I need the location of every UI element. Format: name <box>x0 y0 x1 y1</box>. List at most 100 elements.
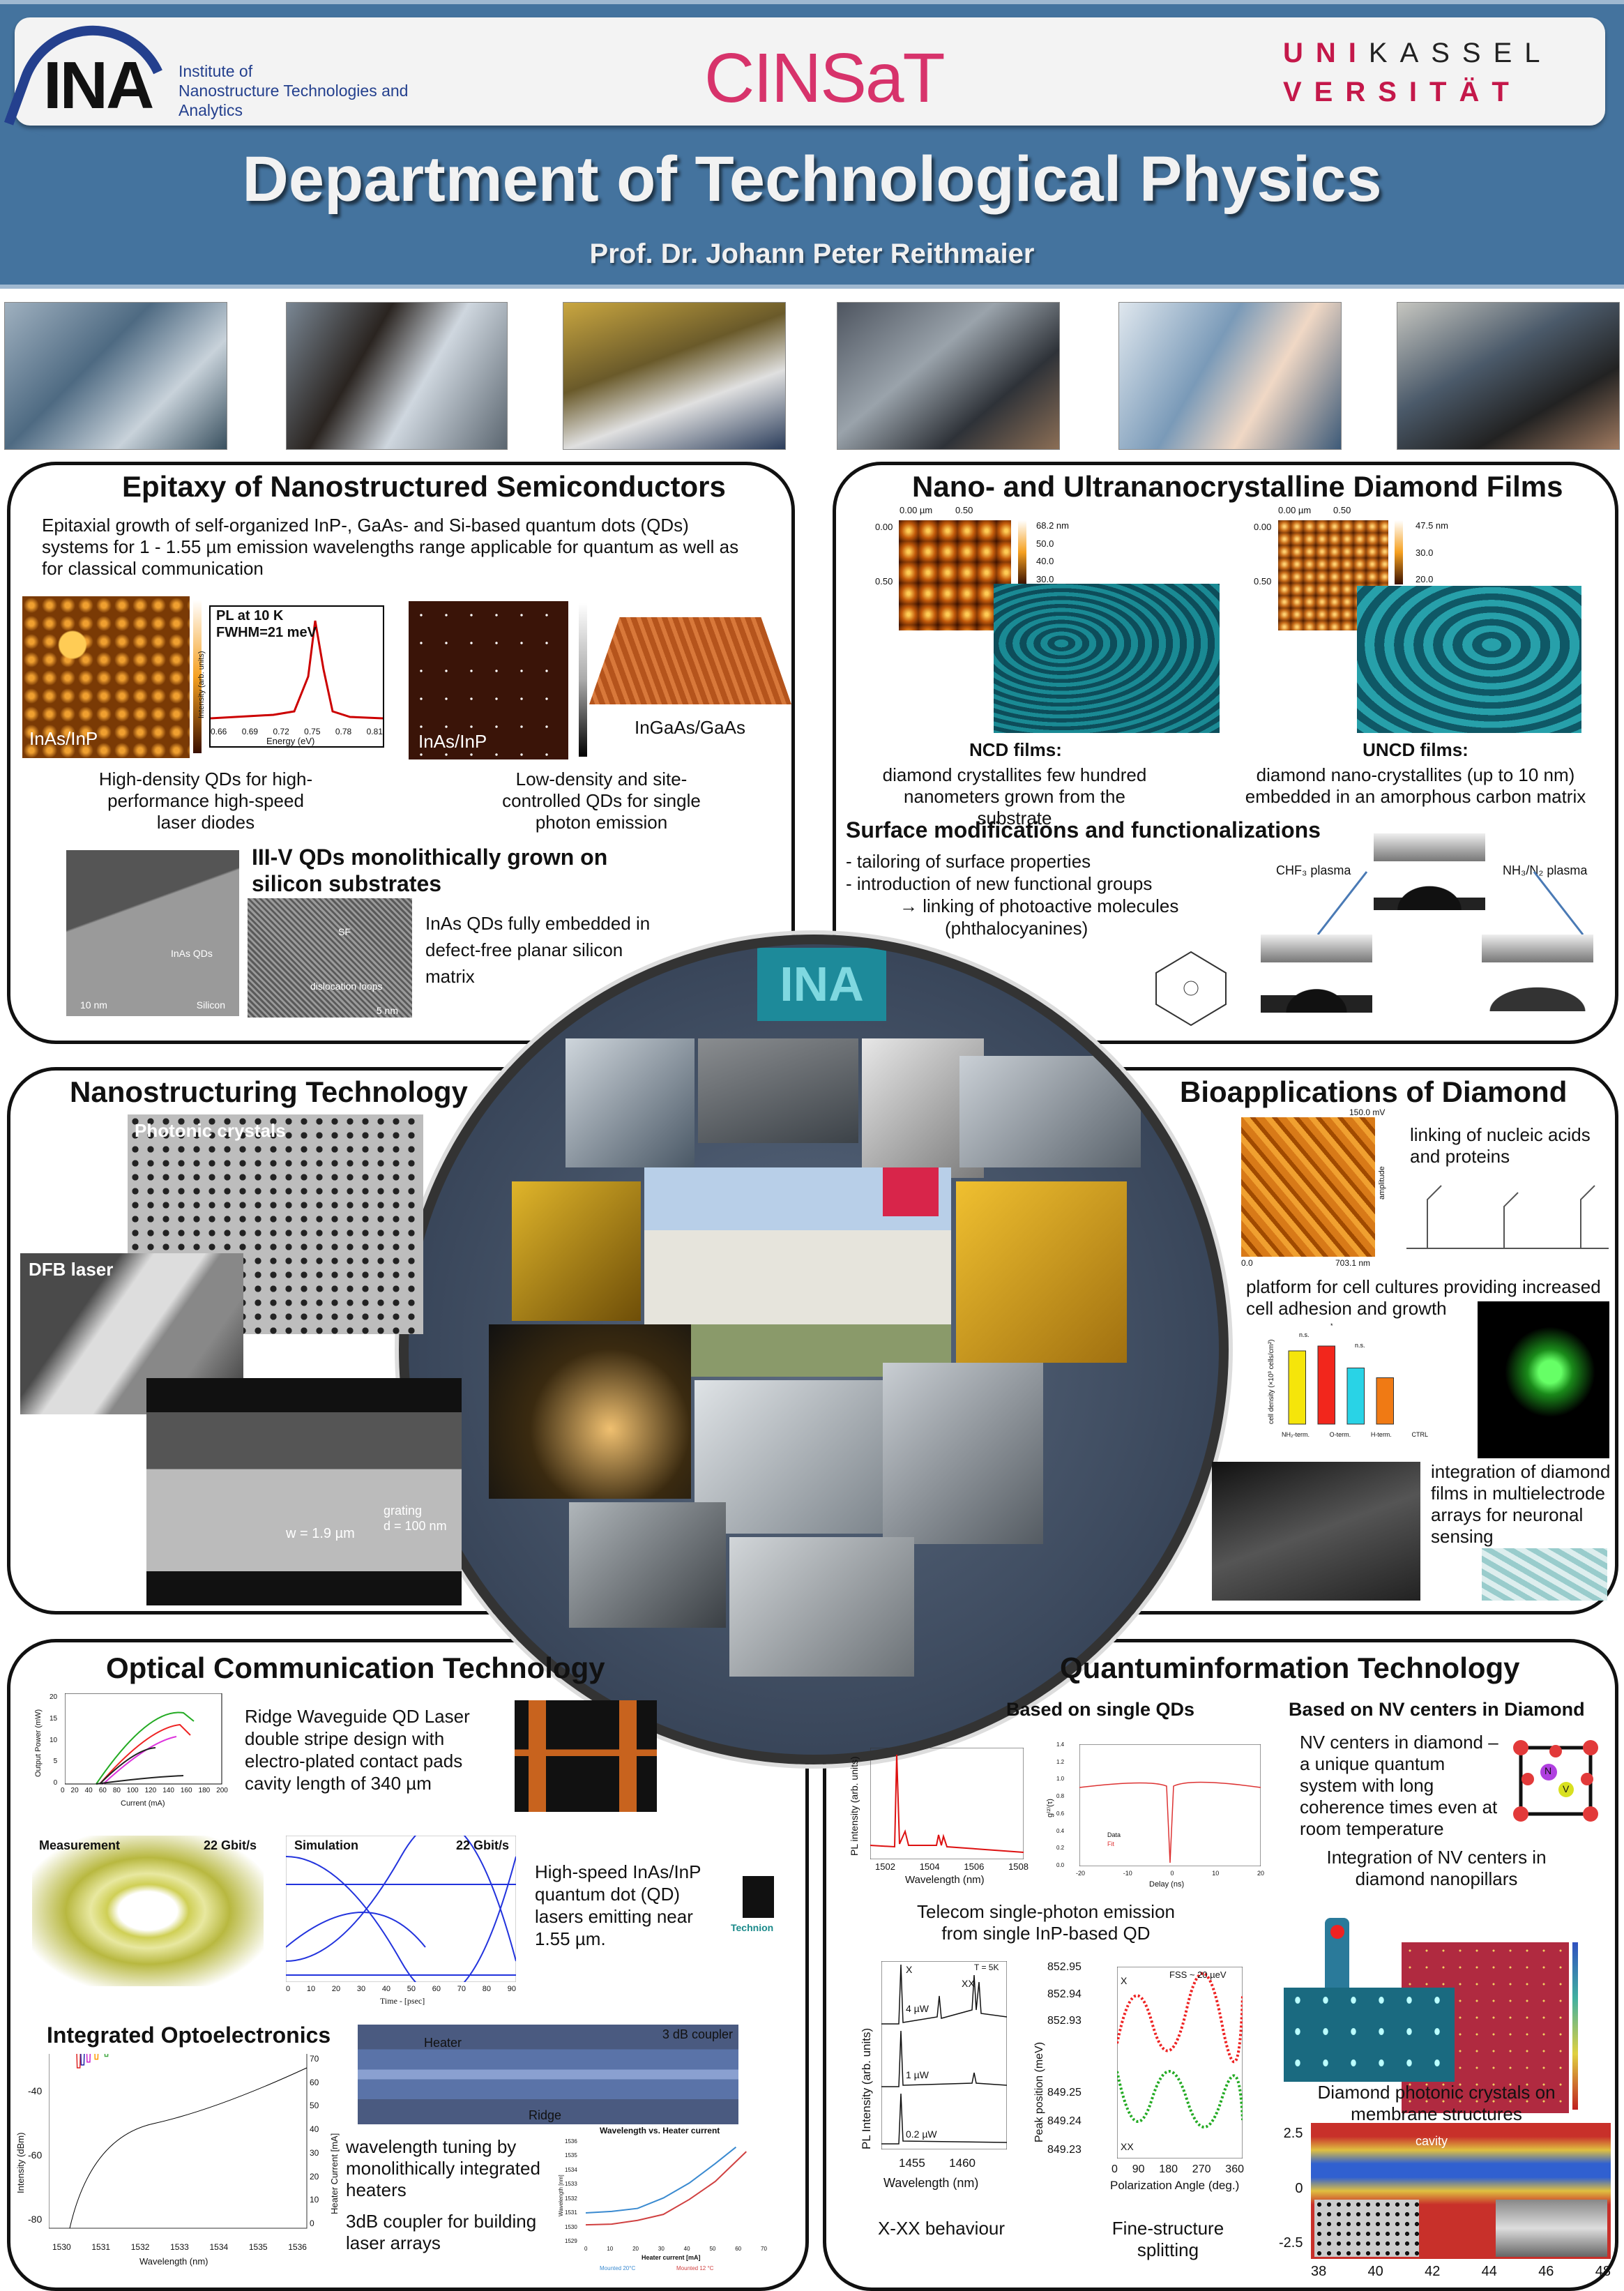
process-arrows-icon <box>1316 871 1584 935</box>
dna-linking-schematic-icon <box>1406 1185 1609 1249</box>
axis-label: 0.00 <box>875 522 893 532</box>
phthalocyanine-structure-icon <box>1155 951 1227 1027</box>
x-axis-label: Heater current [mA] <box>642 2254 701 2261</box>
tick-label: 10 <box>50 1736 58 1744</box>
tick-label: 1.2 <box>1056 1758 1065 1765</box>
atom-label: N <box>1545 1765 1552 1776</box>
tick-label: 68.2 nm <box>1036 520 1069 531</box>
tick-label: 100 <box>126 1787 139 1794</box>
tick-label: 20 <box>1257 1870 1264 1877</box>
tick-label: 20.0 <box>1416 574 1434 584</box>
tick-label: 0.81 <box>366 727 383 736</box>
fss-caption: Fine-structure splitting <box>1111 2218 1224 2260</box>
bar <box>1376 1377 1394 1425</box>
tick-label: 70 <box>457 1985 466 1993</box>
temperature-label: T = 5K <box>974 1963 999 1972</box>
y2-axis-label: Heater Current [mA] <box>329 2133 340 2214</box>
tick-label: 30.0 <box>1036 573 1054 584</box>
x-xx-curves <box>881 1961 1007 2149</box>
uni-kassel-logo-line2: VERSITÄT <box>1283 77 1521 107</box>
dimension-label: d = 100 nm <box>384 1519 447 1533</box>
water-droplet-hydrophobic <box>1261 969 1372 1013</box>
laser-description: Ridge Waveguide QD Laser double stripe d… <box>245 1705 470 1794</box>
surface-bullet: → linking of photoactive molecules <box>900 895 1179 916</box>
image-label: Heater <box>424 2036 462 2050</box>
bar <box>1317 1345 1335 1425</box>
nv-crystal-structure-icon: N V <box>1507 1737 1605 1825</box>
tick-label: 60 <box>432 1985 441 1993</box>
image-label: Measurement <box>39 1838 121 1852</box>
tick-label: 60 <box>98 1787 107 1794</box>
tick-label: 1536 <box>565 2138 577 2145</box>
y-axis-label: Wavelength [nm] <box>558 2175 564 2216</box>
tick-label: 852.93 <box>1047 2015 1082 2027</box>
hrtem-image: SF dislocation loops 5 nm <box>248 898 412 1018</box>
plot-title: Wavelength vs. Heater current <box>600 2126 720 2135</box>
coupler-text: 3dB coupler for building laser arrays <box>346 2211 537 2253</box>
tick-label: 1533 <box>565 2181 577 2188</box>
image-label: cavity <box>1416 2134 1448 2148</box>
dimension-label: grating <box>384 1504 423 1518</box>
uncd-text: diamond nano-crystallites (up to 10 nm) … <box>1245 764 1586 807</box>
tick-label: 5 <box>53 1757 58 1766</box>
nv-emitter-dot <box>1330 1925 1344 1939</box>
colorbar <box>1395 520 1403 584</box>
axis-label: 0.00 <box>1254 522 1272 532</box>
tick-label: 1534 <box>209 2242 229 2252</box>
tick-label: 40 <box>683 2246 690 2252</box>
dimension-label: w = 1.9 µm <box>286 1526 355 1541</box>
nv-text: NV centers in diamond – a unique quantum… <box>1300 1732 1498 1839</box>
spectrum-curves <box>49 2054 308 2229</box>
laser-chip-photo <box>515 1700 657 1812</box>
bar-category-labels: NH₂-term.O-term.H-term.CTRL <box>1282 1431 1428 1438</box>
tick-label: 40 <box>310 2124 319 2135</box>
tick-label: 1536 <box>288 2242 307 2252</box>
lab-photo-1 <box>4 302 227 450</box>
colorbar-label: 150.0 mV <box>1349 1107 1386 1117</box>
x-axis-label: Current (mA) <box>121 1799 165 1808</box>
power-label: 4 µW <box>906 2003 929 2014</box>
y-axis-label: Intensity (dBm) <box>15 2132 26 2193</box>
ncd-heading: NCD films: <box>969 739 1062 760</box>
wavelength-curves <box>586 2146 747 2226</box>
axis-label: 0.50 <box>955 505 973 515</box>
tick-label: 1529 <box>565 2237 577 2244</box>
uncd-heading: UNCD films: <box>1363 739 1469 760</box>
spectrum-peak <box>80 2054 85 2066</box>
tick-label: 0.75 <box>304 727 321 736</box>
colorbar <box>579 603 587 757</box>
tick-label: 0.6 <box>1056 1810 1065 1817</box>
tick-label: 90 <box>507 1985 516 1993</box>
spectrum-peak <box>76 2054 81 2069</box>
atom-label: V <box>1563 1783 1570 1794</box>
scale-bar-label: 5 nm <box>376 1005 398 1016</box>
tick-label: 10 <box>607 2246 614 2252</box>
collage-photo <box>569 1502 726 1628</box>
tick-label: 38 <box>1311 2264 1327 2279</box>
tick-label: 1460 <box>949 2156 976 2170</box>
cinsat-logo: CINSaT <box>704 39 946 117</box>
axis-label: 0.50 <box>1254 576 1272 587</box>
plot-annotation: PL at 10 K <box>216 608 284 623</box>
image-label: InAs/InP <box>418 731 487 752</box>
collage-photo <box>956 1181 1127 1363</box>
axis-label: 703.1 nm <box>1335 1258 1371 1268</box>
peak-label: XX <box>962 1978 975 1989</box>
epitaxy-intro: Epitaxial growth of self-organized InP-,… <box>42 515 739 579</box>
spectrum-peak <box>94 2054 99 2060</box>
axis-label: 0.50 <box>875 576 893 587</box>
cell-fluorescence-image <box>1478 1301 1609 1458</box>
tick-label: 70 <box>761 2246 767 2252</box>
image-label: 3 dB coupler <box>662 2027 733 2041</box>
y-axis-label: PL intensity (arb. units) <box>849 1756 860 1856</box>
axis-label: 0.0 <box>1241 1258 1253 1268</box>
page-title: Department of Technological Physics <box>242 144 1382 215</box>
surface-mod-title: Surface modifications and functionalizat… <box>846 817 1321 842</box>
bar-chart-svg: n.s.*n.s. <box>1288 1322 1394 1425</box>
